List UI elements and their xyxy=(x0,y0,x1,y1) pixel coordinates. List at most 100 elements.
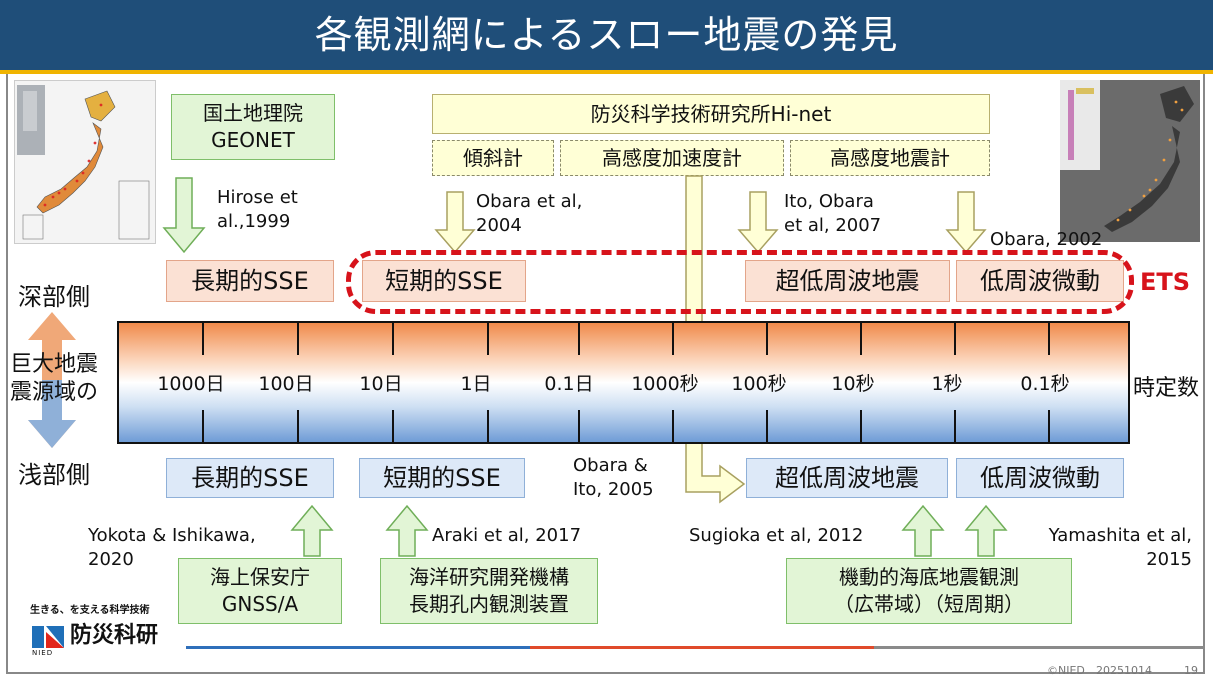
ets-dashed-outline xyxy=(346,250,1134,314)
deep-event-short-term-sse: 短期的SSE xyxy=(362,260,526,302)
ref-yokota: Yokota & Ishikawa, 2020 xyxy=(88,524,256,572)
slide-frame xyxy=(6,74,1205,674)
obs-box-line1: 機動的海底地震観測 xyxy=(839,565,1019,589)
side-label-deep: 深部側 xyxy=(18,283,90,311)
tick-1b xyxy=(202,410,204,444)
tick-label-0.1-sec: 0.1秒 xyxy=(1020,373,1070,395)
obs-box: 機動的海底地震観測 （広帯域）（短周期） xyxy=(786,558,1072,624)
ref-obara-2004-line1: Obara et al, xyxy=(476,191,583,212)
ref-yokota-line2: 2020 xyxy=(88,549,134,570)
jcg-up-arrow xyxy=(290,504,334,557)
tick-6 xyxy=(672,321,674,355)
ref-obara-ito-2005: Obara & Ito, 2005 xyxy=(573,454,654,502)
shallow-event-vlf: 超低周波地震 xyxy=(746,458,948,498)
tick-5b xyxy=(578,410,580,444)
tick-10b xyxy=(1048,410,1050,444)
footer-line-blue xyxy=(186,646,530,649)
japan-map-hinet xyxy=(1060,80,1194,232)
obs-box-line2: （広帯域）（短周期） xyxy=(834,592,1024,616)
ref-obara-2004-line2: 2004 xyxy=(476,215,522,236)
deep-event-vlf: 超低周波地震 xyxy=(745,260,950,302)
nied-logo-mark xyxy=(32,626,64,648)
tick-4b xyxy=(487,410,489,444)
ref-ito-2007-line2: et al, 2007 xyxy=(784,215,882,236)
tick-label-100-sec: 100秒 xyxy=(731,373,787,395)
geonet-down-arrow xyxy=(162,177,206,254)
tiltmeter-down-arrow xyxy=(434,191,476,254)
japan-map-geonet xyxy=(17,85,150,240)
ref-obara-ito-line1: Obara & xyxy=(573,455,648,476)
accelerometer-label: 高感度加速度計 xyxy=(602,146,742,170)
jcg-box: 海上保安庁 GNSS/A xyxy=(178,558,342,624)
ref-obara-2002: Obara, 2002 xyxy=(990,229,1103,250)
deep-event-tremor: 低周波微動 xyxy=(956,260,1124,302)
tick-2b xyxy=(297,410,299,444)
ref-sugioka: Sugioka et al, 2012 xyxy=(689,525,864,546)
seismometer-down-arrow-ito xyxy=(737,191,779,254)
obs-up-arrow-broadband xyxy=(901,504,945,557)
jcg-box-line1: 海上保安庁 xyxy=(210,565,310,589)
tick-2 xyxy=(297,321,299,355)
logo-tagline: 生きる、を支える科学技術 xyxy=(30,605,150,616)
shallow-event-short-term-sse: 短期的SSE xyxy=(359,458,525,498)
tick-label-1000-sec: 1000秒 xyxy=(631,373,699,395)
hinet-box-label: 防災科学技術研究所Hi-net xyxy=(590,102,832,126)
side-label-middle-1: 巨大地震 xyxy=(10,352,99,377)
tick-3 xyxy=(392,321,394,355)
footer-line-gray xyxy=(874,646,1205,649)
ref-yokota-line1: Yokota & Ishikawa, xyxy=(88,525,256,546)
tick-label-1-sec: 1秒 xyxy=(931,373,963,395)
seismometer-down-arrow-obara xyxy=(945,191,987,254)
footer-page-number: 19 xyxy=(1184,664,1198,677)
footer-date: 20251014 xyxy=(1096,664,1152,677)
time-axis-label: 時定数 xyxy=(1133,376,1200,401)
jamstec-box-line2: 長期孔内観測装置 xyxy=(409,592,569,616)
title-underline xyxy=(0,70,1213,74)
side-label-shallow: 浅部側 xyxy=(18,461,90,489)
ref-yamashita-line2: 2015 xyxy=(1146,549,1192,570)
geonet-box: 国土地理院 GEONET xyxy=(171,94,335,160)
ref-hirose-line2: al.,1999 xyxy=(217,211,291,232)
ets-label: ETS xyxy=(1140,268,1191,296)
ref-obara-ito-line2: Ito, 2005 xyxy=(573,479,654,500)
hinet-map-image xyxy=(1060,80,1200,242)
tick-8 xyxy=(860,321,862,355)
tick-label-10-days: 10日 xyxy=(359,373,403,395)
tick-label-10-sec: 10秒 xyxy=(831,373,875,395)
tick-7b xyxy=(766,410,768,444)
ref-hirose-line1: Hirose et xyxy=(217,187,298,208)
logo-sub: NIED xyxy=(32,649,54,657)
title-bar xyxy=(0,0,1213,70)
tick-6b xyxy=(672,410,674,444)
tick-4 xyxy=(487,321,489,355)
jamstec-box-line1: 海洋研究開発機構 xyxy=(409,565,569,589)
geonet-box-line2: GEONET xyxy=(211,128,295,152)
obs-up-arrow-shortperiod xyxy=(964,504,1008,557)
tick-7 xyxy=(766,321,768,355)
tick-1 xyxy=(202,321,204,355)
geonet-box-line1: 国土地理院 xyxy=(203,101,303,125)
hinet-accelerometer-box: 高感度加速度計 xyxy=(560,140,784,176)
tick-label-1-day: 1日 xyxy=(460,373,492,395)
seismometer-label: 高感度地震計 xyxy=(830,146,950,170)
tick-label-100-days: 100日 xyxy=(258,373,314,395)
tick-label-1000-days: 1000日 xyxy=(157,373,225,395)
tick-9 xyxy=(954,321,956,355)
tick-5 xyxy=(578,321,580,355)
footer-copyright: ©NIED xyxy=(1047,664,1085,677)
side-label-middle-2: 震源域の xyxy=(10,380,99,405)
slide-title: 各観測網によるスロー地震の発見 xyxy=(314,13,899,57)
deep-event-long-term-sse: 長期的SSE xyxy=(166,260,334,302)
ref-araki: Araki et al, 2017 xyxy=(432,525,582,546)
ref-hirose: Hirose et al.,1999 xyxy=(217,186,298,234)
ref-ito-2007: Ito, Obara et al, 2007 xyxy=(784,190,881,238)
time-constant-bar xyxy=(117,321,1130,444)
tick-8b xyxy=(860,410,862,444)
tiltmeter-label: 傾斜計 xyxy=(463,146,523,170)
nied-logo: 防災科研 NIED xyxy=(30,622,180,662)
jamstec-box: 海洋研究開発機構 長期孔内観測装置 xyxy=(380,558,598,624)
ref-yamashita: Yamashita et al, 2015 xyxy=(1016,524,1192,572)
footer-line-red xyxy=(530,646,874,649)
hinet-tiltmeter-box: 傾斜計 xyxy=(432,140,554,176)
